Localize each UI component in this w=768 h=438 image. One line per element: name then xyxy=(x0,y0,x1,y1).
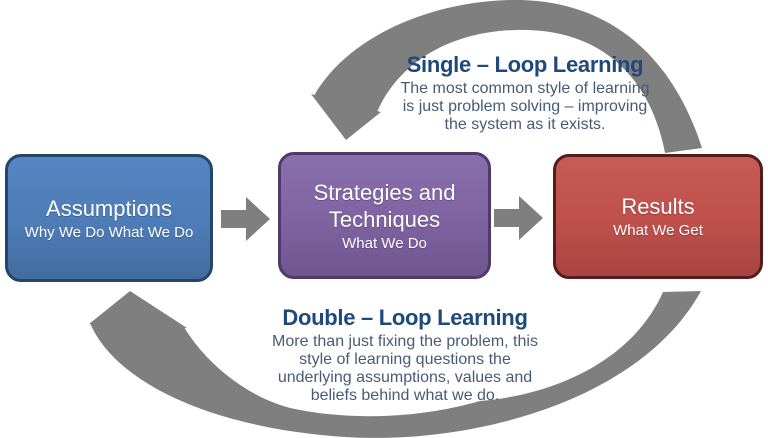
double-loop-line-2: style of learning questions the xyxy=(299,351,511,368)
assumptions-box-title: Assumptions xyxy=(46,195,172,221)
results-box-subtitle: What We Get xyxy=(613,222,703,239)
single-loop-arrowhead-icon xyxy=(311,94,381,140)
strategies-box-title: Strategies and Techniques xyxy=(313,179,456,232)
single-loop-line-2: is just problem solving – improving xyxy=(402,98,648,115)
assumptions-box-subtitle: Why We Do What We Do xyxy=(24,223,194,241)
double-loop-arrow-band xyxy=(90,291,701,438)
single-loop-line-3: the system as it exists. xyxy=(444,116,606,133)
flow-arrow-right-2-icon xyxy=(494,196,543,240)
results-box: Results What We Get xyxy=(553,154,763,279)
double-loop-title: Double – Loop Learning xyxy=(282,305,528,330)
double-loop-caption: Double – Loop Learning More than just fi… xyxy=(210,303,600,405)
strategies-box-subtitle: What We Do xyxy=(342,234,427,252)
flow-arrow-right-1-icon xyxy=(221,197,270,241)
single-loop-line-1: The most common style of learning xyxy=(400,80,650,97)
single-loop-title: Single – Loop Learning xyxy=(406,52,644,77)
strategies-box: Strategies and Techniques What We Do xyxy=(278,152,491,279)
assumptions-box: Assumptions Why We Do What We Do xyxy=(5,154,213,282)
double-loop-line-1: More than just fixing the problem, this xyxy=(272,333,538,350)
results-box-title: Results xyxy=(621,194,695,219)
single-loop-caption: Single – Loop Learning The most common s… xyxy=(330,50,720,134)
double-loop-arrowhead-icon xyxy=(89,291,187,328)
double-loop-line-4: beliefs behind what we do. xyxy=(310,387,500,404)
single-loop-arrow-band xyxy=(314,0,702,153)
double-loop-line-3: underlying assumptions, values and xyxy=(277,369,533,386)
